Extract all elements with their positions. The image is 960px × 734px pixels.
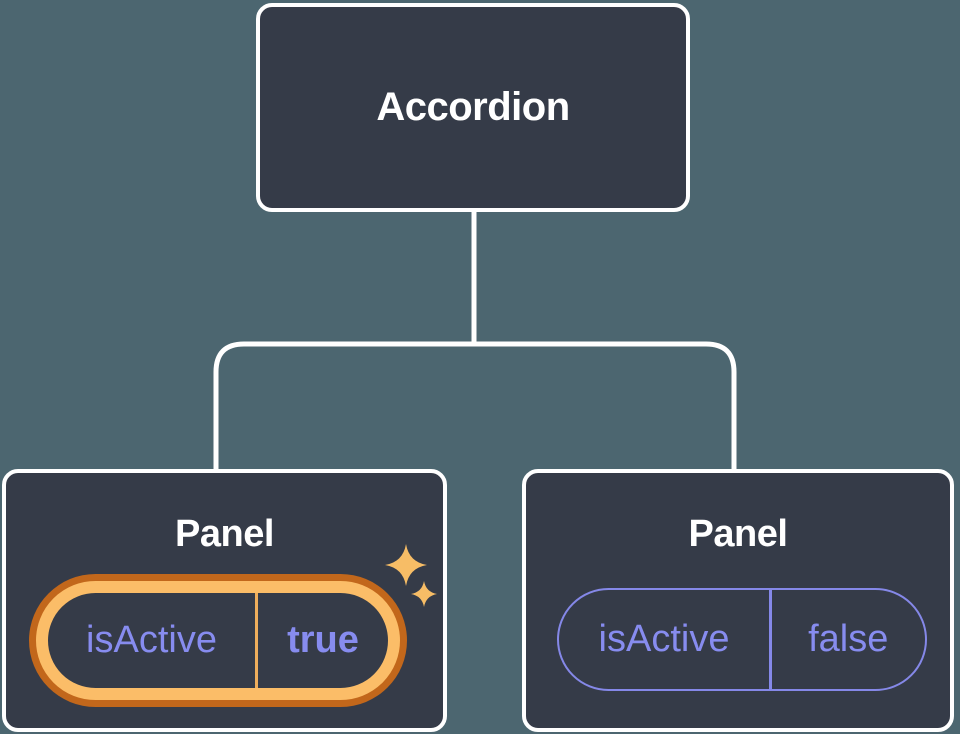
panel-node-label: Panel <box>688 513 788 555</box>
state-value-label: false <box>808 618 889 660</box>
state-pill-inactive: isActive false <box>557 588 927 691</box>
pill-divider <box>769 590 772 689</box>
accordion-node-label: Accordion <box>376 85 570 129</box>
state-key-label: isActive <box>598 618 730 660</box>
state-pill-active: isActive true <box>36 581 400 700</box>
panel-node-label: Panel <box>175 513 274 555</box>
state-value-label: true <box>287 619 359 661</box>
pill-divider <box>255 593 258 688</box>
tree-node-accordion: Accordion <box>256 3 690 212</box>
state-key-label: isActive <box>86 619 217 661</box>
connector-branch-to-panels <box>213 341 737 470</box>
